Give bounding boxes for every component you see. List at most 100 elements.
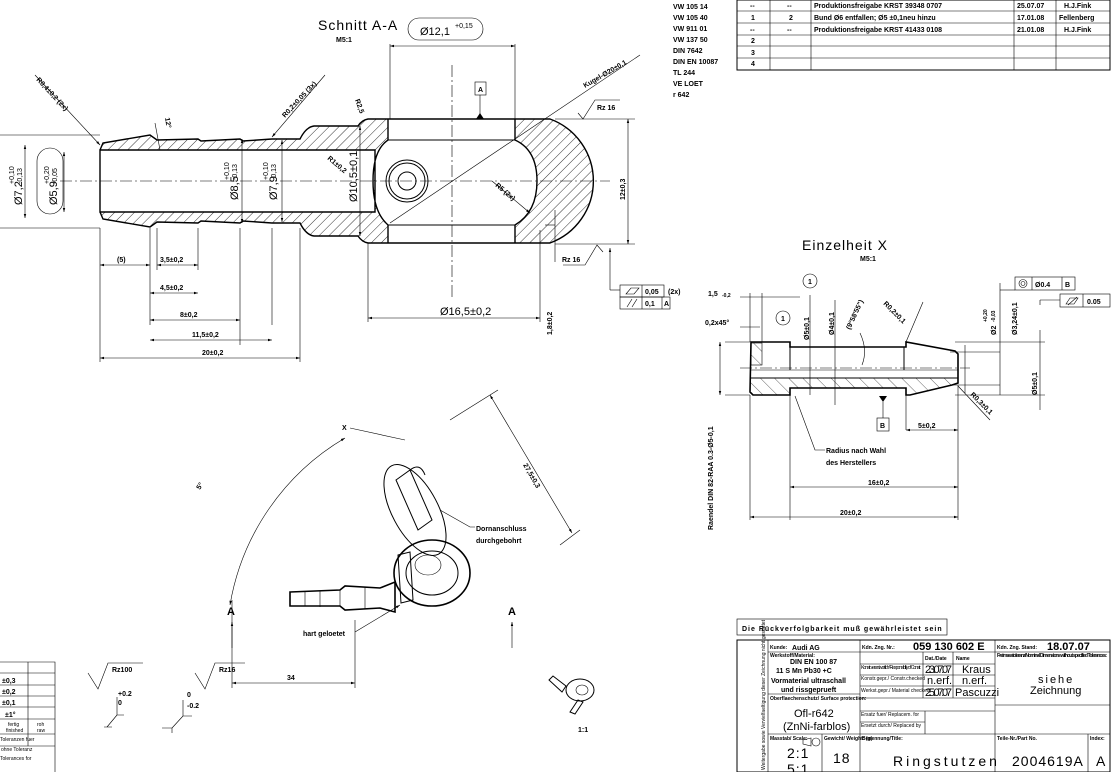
dim-d72-lower: -0,13 (17, 168, 24, 184)
standard-item: DIN 7642 (673, 48, 703, 55)
dim-angle: (9°58'55") (845, 299, 866, 331)
index-value: A (1096, 753, 1106, 769)
dim-d2: Ø2 (991, 326, 998, 335)
svg-text:Pascuzzi: Pascuzzi (955, 687, 999, 699)
svg-text:0,05: 0,05 (645, 289, 659, 296)
svg-text:0.05: 0.05 (1087, 299, 1101, 306)
svg-text:-0,13: -0,13 (232, 164, 239, 180)
surface-protection: Ofl-r642 (794, 708, 834, 720)
dim-d5-right: Ø5±0,1 (1032, 372, 1039, 395)
svg-text:--: -- (750, 3, 755, 10)
svg-text:Rz16: Rz16 (219, 667, 235, 674)
svg-text:Dat./Date: Dat./Date (925, 656, 947, 662)
svg-text:Ersetzt durch/ Replaced by: Ersetzt durch/ Replaced by (861, 723, 922, 729)
svg-text:2: 2 (789, 15, 793, 22)
parallelism-icon (626, 298, 638, 308)
svg-text:Ersatz fuer/ Replacem. for: Ersatz fuer/ Replacem. for (861, 712, 919, 718)
svg-text:17.01.08: 17.01.08 (1017, 15, 1044, 22)
dim-l5: 5±0,2 (918, 423, 936, 430)
material-line: und rissgeprueft (781, 687, 837, 694)
tolerance-row: ±0,1 (2, 700, 16, 707)
dim-l16: 16±0,2 (868, 480, 889, 487)
roughness-symbol (194, 662, 245, 690)
svg-text:Konstr.gepr./ Constr.checked: Konstr.gepr./ Constr.checked (861, 676, 925, 682)
svg-text:Toleranzen fuer: Toleranzen fuer (0, 737, 35, 743)
material-line: Vormaterial ultraschall (771, 678, 846, 685)
dim-l20: 20±0,2 (202, 350, 223, 357)
svg-text:Masstab/ Scale:: Masstab/ Scale: (770, 736, 808, 742)
dim-p5: (5) (117, 257, 126, 264)
svg-text:Oberflaechenschutz/ Surface pr: Oberflaechenschutz/ Surface protection: (770, 696, 867, 702)
dim-angle-5: 5° (195, 481, 205, 491)
part-number: 2004619A (1012, 753, 1084, 769)
svg-text:0,1: 0,1 (645, 301, 655, 308)
svg-text:Freimasstoleranz/Nominal Dimen: Freimasstoleranz/Nominal Dimensions with… (997, 653, 1107, 659)
dim-d79: Ø7,9 (268, 176, 280, 200)
knurl (750, 342, 763, 366)
svg-text:Kdn. Zng. Nr.:: Kdn. Zng. Nr.: (862, 645, 895, 651)
dim-d59-lower: -0,05 (52, 168, 59, 184)
radius-note: Radius nach Wahl (826, 448, 886, 455)
standard-item: VW 105 40 (673, 15, 708, 22)
assembly-view: X 5° 27,5±0,3 Dornanschluss durchgebohrt… (195, 389, 595, 734)
svg-text:n.erf.: n.erf. (927, 675, 952, 687)
dim-d72-upper: +0,10 (9, 166, 16, 184)
cylindricity-frame (1059, 293, 1111, 308)
svg-text:Werkst.gepr./ Material checked: Werkst.gepr./ Material checked (861, 688, 930, 694)
symbol-legend: Rz100 Rz16 +0.2 0 0 -0.2 (87, 662, 245, 733)
svg-text:finished: finished (6, 728, 23, 734)
revision-row: 4 (751, 61, 755, 68)
svg-text:A: A (664, 301, 669, 308)
section-body (99, 118, 595, 244)
svg-text:+0,15: +0,15 (455, 23, 473, 30)
dim-r1: R1±0,2 (326, 155, 348, 175)
standards-list: VW 105 14 VW 105 40 VW 911 01 VW 137 50 … (673, 4, 718, 99)
hose-stub (289, 580, 396, 614)
svg-text:Rz100: Rz100 (112, 667, 132, 674)
dim-h12: 12±0,3 (620, 179, 627, 200)
dim-d59: Ø5,9 (48, 181, 60, 205)
revision-row: 2 (751, 38, 755, 45)
svg-text:--: -- (787, 3, 792, 10)
dim-r02: R0,2±0,05 (3x) (281, 80, 318, 119)
tolerance-row: ±0,2 (2, 689, 16, 696)
svg-text:B: B (1065, 282, 1070, 289)
dim-l115: 11,5±0,2 (192, 332, 219, 339)
dim-r25: R2,5 (353, 98, 365, 114)
tolerance-row: ±0,3 (2, 678, 16, 685)
material-line: 11 S Mn Pb30 +C (776, 668, 832, 675)
note-dorn: durchgebohrt (476, 538, 522, 545)
tolerance-row: ±1° (5, 711, 16, 719)
customer: Audi AG (792, 645, 820, 652)
dim-d105: Ø10,5±0,1 (348, 151, 360, 202)
svg-text:-0,2: -0,2 (722, 293, 731, 299)
note-brazed: hart geloetet (303, 631, 346, 638)
svg-text:(2x): (2x) (668, 289, 680, 296)
svg-text:Rz 16: Rz 16 (562, 257, 580, 264)
dim-r5: R5 (2x) (494, 182, 516, 202)
flatness-icon (625, 287, 640, 295)
edge-tolerance: 0 (187, 692, 191, 699)
svg-text:21.01.08: 21.01.08 (1017, 27, 1044, 34)
svg-text:Gewicht/ Weight: (g): Gewicht/ Weight: (g) (824, 736, 873, 742)
standard-item: DIN EN 10087 (673, 59, 718, 66)
roughness-symbol (577, 99, 620, 120)
svg-text:Produktionsfreigabe KRST 41433: Produktionsfreigabe KRST 41433 0108 (814, 27, 942, 34)
dim-d59-upper: +0,20 (44, 166, 51, 184)
projection-symbol-icon (802, 737, 821, 747)
dim-l45: 4,5±0,2 (160, 285, 183, 292)
svg-text:--: -- (787, 27, 792, 34)
section-view: Schnitt A-A M5:1 Ø7,2 +0,10 -0,13 Ø5,9 +… (0, 17, 680, 362)
standard-item: VW 911 01 (673, 26, 707, 33)
revision-row: ---- Produktionsfreigabe KRST 39348 0707… (750, 3, 1091, 10)
svg-text:Kdn. Zng. Stand:: Kdn. Zng. Stand: (997, 645, 1037, 651)
svg-text:Rz 16: Rz 16 (597, 105, 615, 112)
svg-text:Werkstoff/Material:: Werkstoff/Material: (770, 653, 815, 659)
svg-text:ohne Toleranz: ohne Toleranz (1, 747, 33, 753)
concentricity-icon (1018, 279, 1028, 288)
standard-item: VW 105 14 (673, 4, 708, 11)
svg-text:H.J.Fink: H.J.Fink (1064, 27, 1091, 34)
detail-scale: M5:1 (860, 256, 876, 263)
drawing-state: 18.07.07 (1047, 641, 1090, 653)
